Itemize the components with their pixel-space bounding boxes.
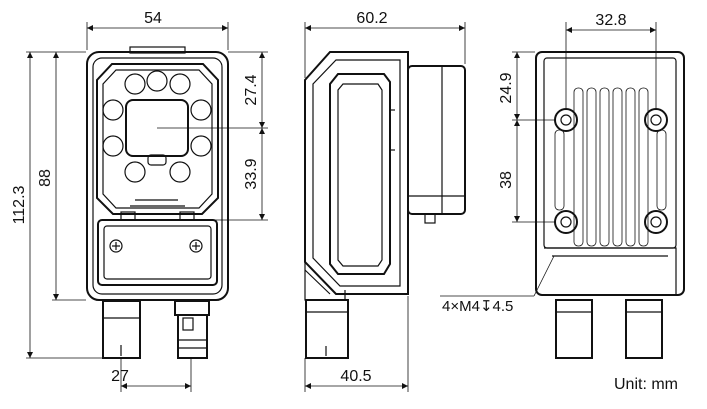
side-view: 60.2 40.5 — [304, 10, 466, 392]
led-ring-icon — [102, 70, 212, 183]
thread-note: 4×M4↧4.5 — [442, 298, 513, 315]
top-to-hole-dim: 24.9 — [498, 72, 515, 103]
screw-icon — [109, 239, 123, 253]
front-height-dim: 112.3 — [11, 185, 28, 224]
connector-icon — [102, 300, 141, 359]
cooling-fins — [554, 87, 667, 247]
back-view: 32.8 24.9 38 4×M4↧4.5 — [440, 12, 685, 359]
connector-icon — [625, 299, 663, 359]
mounting-hole-icon — [644, 210, 668, 234]
screw-icon — [189, 239, 203, 253]
mounting-hole-icon — [644, 108, 668, 132]
connector-icon — [305, 299, 349, 359]
connector-icon — [555, 299, 593, 359]
connector-spacing-dim: 27 — [111, 368, 129, 385]
hole-spacing-vertical-dim: 38 — [498, 171, 515, 189]
side-lower-depth-dim: 40.5 — [340, 368, 371, 385]
hole-spacing-horizontal-dim: 32.8 — [595, 12, 626, 29]
connector-icon — [174, 300, 210, 359]
upper-offset-dim: 27.4 — [243, 74, 260, 105]
front-width-dim: 54 — [144, 10, 162, 27]
lens-to-mount-dim: 33.9 — [243, 158, 260, 189]
front-view: 54 112.3 88 27.4 33.9 27 — [11, 10, 268, 392]
side-depth-dim: 60.2 — [356, 10, 387, 27]
front-body-height-dim: 88 — [37, 169, 54, 187]
unit-note: Unit: mm — [614, 376, 678, 393]
